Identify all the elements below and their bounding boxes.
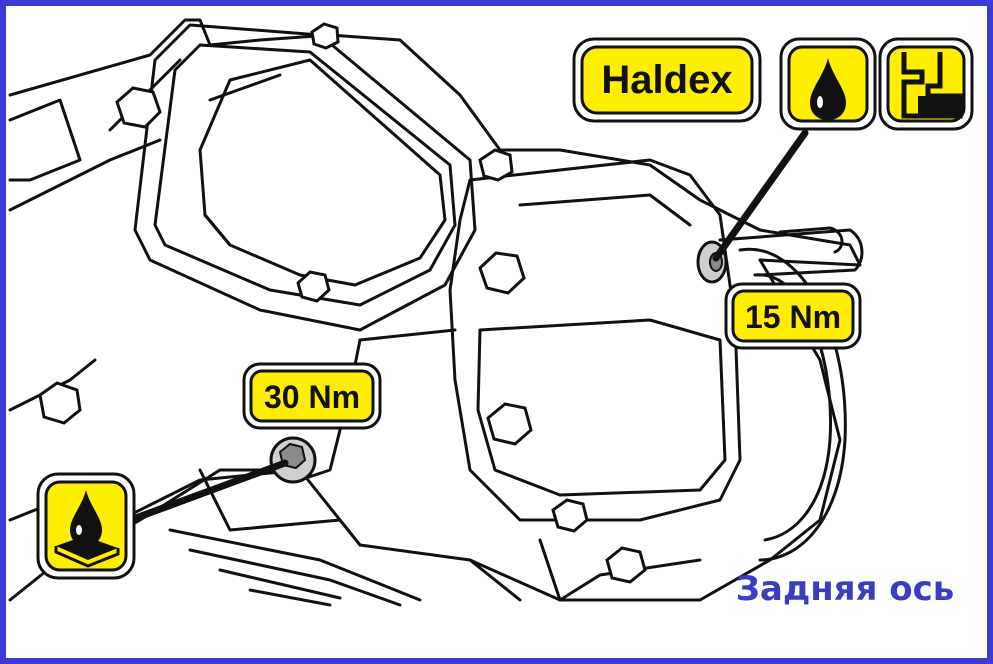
leader-line-fill [712,129,809,262]
torque-badge-15: 15 Nm [724,282,862,350]
fill-level-badge [878,37,974,131]
haldex-label: Haldex [601,58,732,102]
torque-label-15: 15 Nm [745,299,841,335]
bolt [605,546,647,584]
bolt [115,86,162,129]
oil-fill-level-icon [901,52,963,119]
caption-rear-axle: Задняя ось [736,569,955,609]
bolt [478,148,514,182]
bolt [310,22,340,50]
oil-drain-badge [36,472,136,580]
leader-lines [121,129,809,526]
bolt [551,498,589,533]
leader-line-drain [121,459,289,526]
oil-drop-badge [779,37,877,131]
oil-drain-icon [54,490,120,568]
torque-label-30: 30 Nm [264,379,360,415]
drain-plug [269,436,317,484]
gearbox-line-art [8,18,864,607]
haldex-badge: Haldex [572,37,762,123]
bolt [478,251,526,295]
bolt [296,270,331,303]
bolts [38,22,647,584]
torque-badge-30: 30 Nm [242,362,382,430]
bolt [486,402,533,446]
bolt [38,381,82,425]
